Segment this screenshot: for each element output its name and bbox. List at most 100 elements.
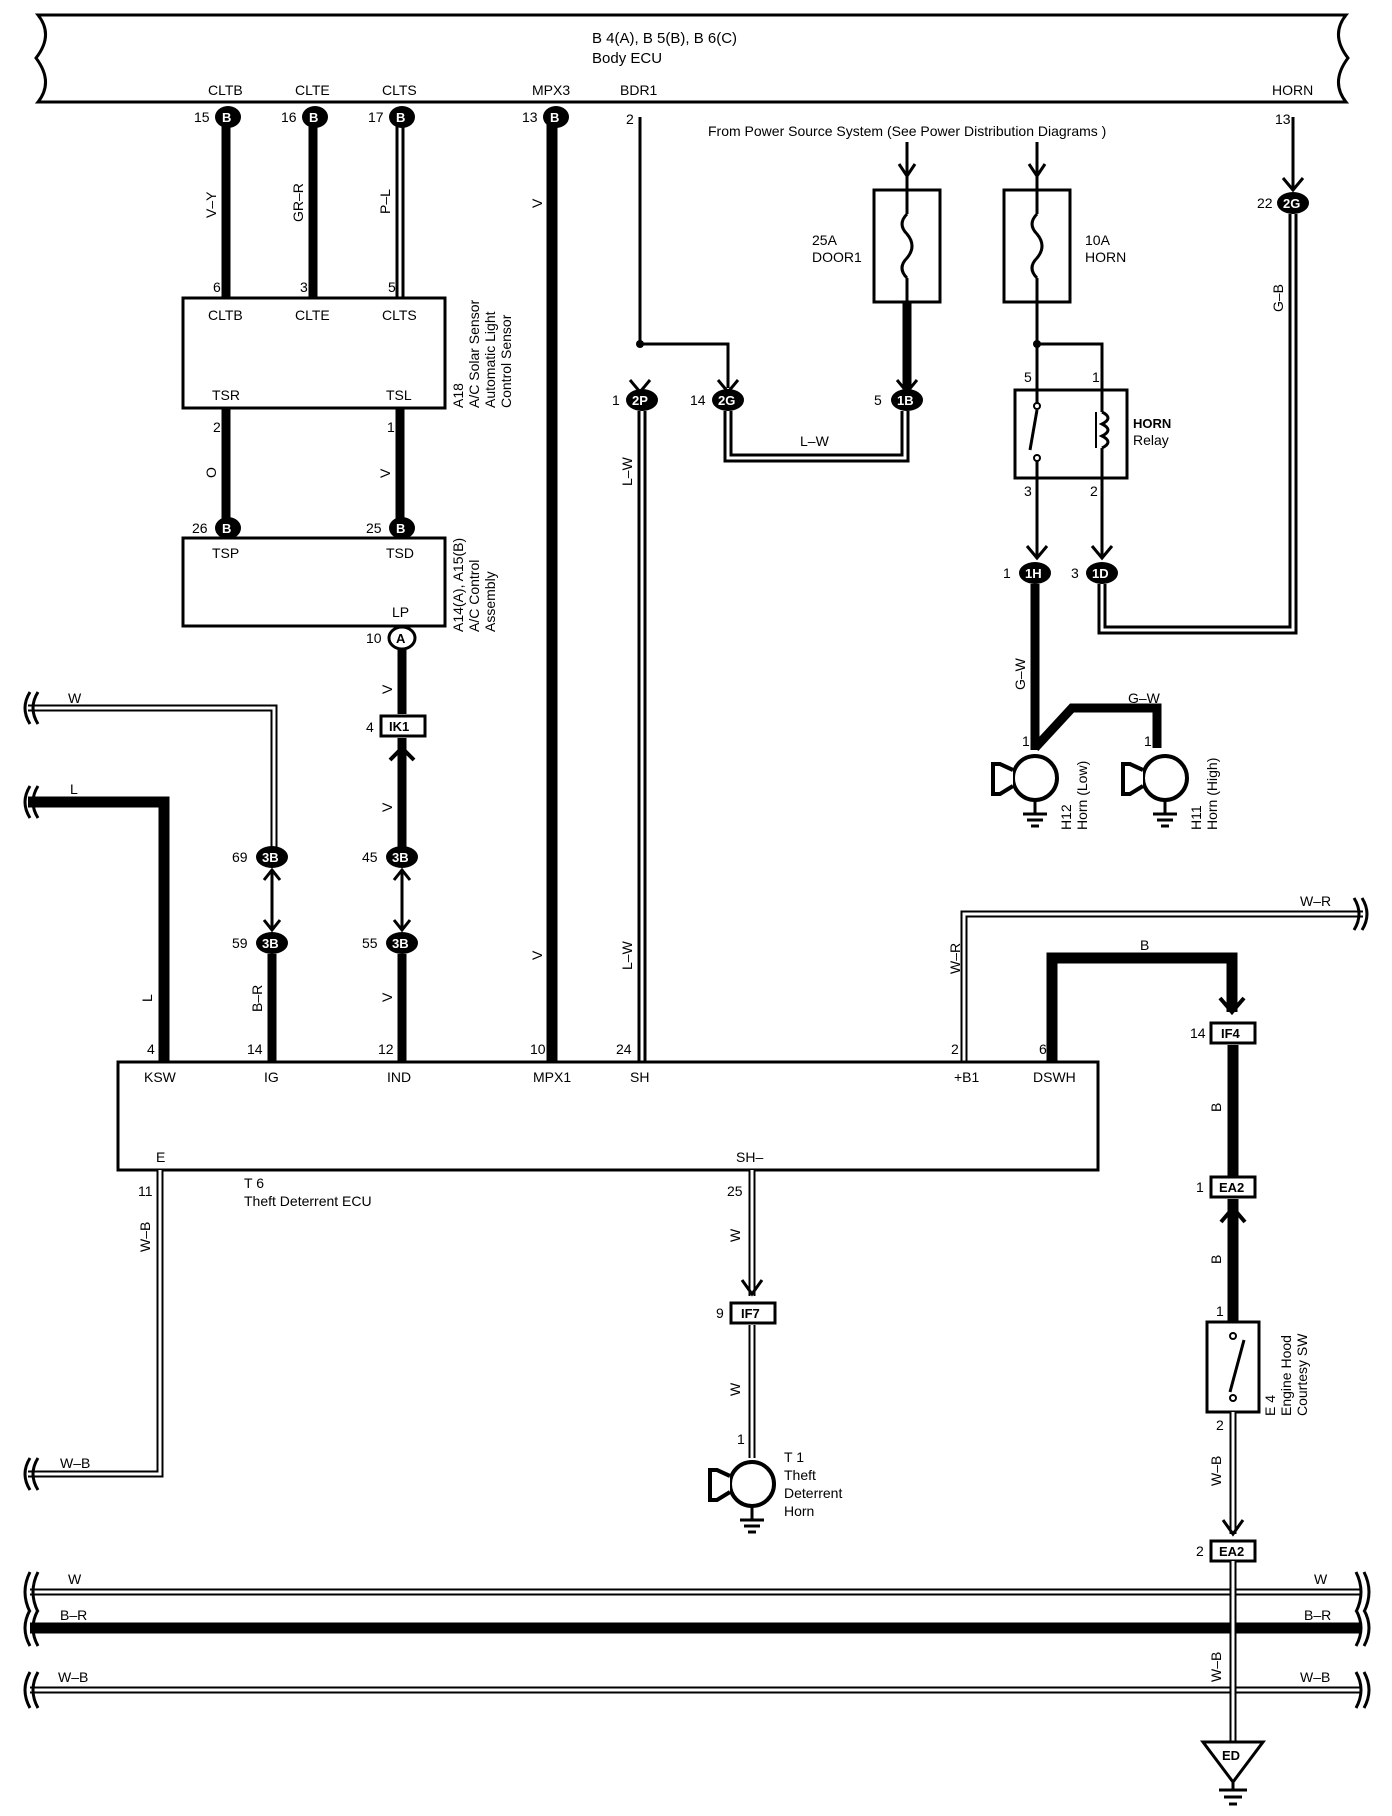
wire-wr: W–R W–R [947,893,1369,1062]
pin-clts: CLTS [382,82,417,98]
fuse-horn: 10A HORN [1002,142,1126,390]
horn-high-pin: 1 [1144,733,1152,749]
wire-label-w-if7: W [727,1382,743,1396]
ed-label: ED [1222,1748,1240,1763]
connector-ea2-1: 1 EA2 [1196,1175,1257,1199]
t6-pin-2: 2 [951,1041,959,1057]
theft-horn-line3: Horn [784,1503,814,1519]
body-ecu-name: Body ECU [592,50,662,67]
pin-horn: HORN [1272,82,1313,98]
wire-label-l-bottom: L [139,994,155,1002]
a14-pin-25: 25 [366,520,382,536]
j1h-label: 1H [1025,566,1042,581]
a18-pin-2: 2 [213,419,221,435]
hood-sw-line1: Engine Hood [1278,1335,1294,1416]
power-source-note: From Power Source System (See Power Dist… [708,123,1106,139]
wire-label-wb-ground: W–B [1208,1652,1224,1682]
junction-3b-45: 45 3B [362,846,418,868]
wire-label-lw-sh-bottom: L–W [619,940,635,970]
wire-label-o: O [203,467,219,478]
a18-pin-1: 1 [387,419,395,435]
hood-sw-pin1: 1 [1216,1303,1224,1319]
wire-w-ig: W [23,690,278,858]
pin-cltb: CLTB [208,82,243,98]
connector-if4: 14 IF4 [1190,1021,1257,1045]
wire-label-gw-high: G–W [1128,690,1161,706]
wire-label-v-ik1: V [379,802,395,812]
j3b45-pin: 45 [362,849,378,865]
bus-w-label-left: W [68,1571,82,1587]
solar-sensor: 6 3 5 CLTB CLTE CLTS TSR TSL 2 1 A18 A/C… [181,279,514,435]
bus-wb-label-right: W–B [1300,1669,1330,1685]
connector-if7: 9 IF7 [716,1301,777,1325]
a18-cltb: CLTB [208,307,243,323]
relay-pin-1: 1 [1092,369,1100,385]
wire-label-grr: GR–R [290,183,306,222]
a14-tsd: TSD [386,545,414,561]
t6-pin-6: 6 [1039,1041,1047,1057]
horn-low-code: H12 [1058,804,1074,830]
horn-low-pin: 1 [1022,733,1030,749]
a14-conn-a: A [396,631,406,646]
bus-wb: W–B W–B [30,1669,1362,1694]
pin-num-2: 2 [626,111,634,127]
theft-ecu: 4 14 12 10 24 2 6 KSW IG IND MPX1 SH +B1… [116,1041,1100,1209]
j3b69-pin: 69 [232,849,248,865]
relay-suffix: Relay [1133,432,1169,448]
wire-label-w-ig: W [68,690,82,706]
t6-dswh: DSWH [1033,1069,1076,1085]
j1d-pin: 3 [1071,565,1079,581]
pin-num-16: 16 [281,109,297,125]
a18-line3: Control Sensor [498,314,514,408]
wire-label-b-top: B [1140,937,1149,953]
junction-2p: 1 2P [612,389,658,411]
wire-gb [1097,214,1298,635]
j2p-label: 2P [632,393,648,408]
a14-conn-b1: B [222,521,231,536]
theft-horn: 1 T 1 Theft Deterrent Horn [708,1431,842,1534]
wire-wb-e: W–B W–B [23,1170,164,1491]
hood-sw-line2: Courtesy SW [1294,1333,1310,1416]
j2p-pin: 1 [612,392,620,408]
relay-pin-3: 3 [1024,483,1032,499]
wire-label-v-lp: V [379,684,395,694]
wire-l-ksw: L L [23,781,170,1062]
a14-pin-10: 10 [366,630,382,646]
a14-lp: LP [392,604,409,620]
conn-b-3: B [396,110,405,125]
if4-label: IF4 [1221,1026,1241,1041]
pin-num-13: 13 [522,109,538,125]
wire-label-pl: P–L [377,189,393,214]
t6-pin-4: 4 [147,1041,155,1057]
junction-1d: 3 1D [1071,562,1118,584]
horn-relay: 5 1 HORN Relay 3 2 [1013,340,1171,561]
j3b45-label: 3B [392,850,409,865]
conn-b-2: B [309,110,318,125]
wire-label-gw: G–W [1012,657,1028,690]
wire-label-b-mid: B [1208,1103,1224,1112]
if4-pin: 14 [1190,1025,1206,1041]
junction-1h: 1 1H [1003,562,1051,584]
a14-code: A14(A), A15(B) [450,538,466,632]
j1b-pin: 5 [874,392,882,408]
a18-pin-3: 3 [300,279,308,295]
t6-name: Theft Deterrent ECU [244,1193,372,1209]
j1d-label: 1D [1092,566,1109,581]
body-ecu: B 4(A), B 5(B), B 6(C) Body ECU CLTB CLT… [34,13,1350,104]
a14-line2: Assembly [482,571,498,632]
fuse-horn-name: HORN [1085,249,1126,265]
t6-pin-11: 11 [138,1183,153,1199]
bus-w: W W [30,1571,1362,1596]
ea2-1-label: EA2 [1219,1180,1244,1195]
relay-pin-5: 5 [1024,369,1032,385]
t6-pin-24: 24 [616,1041,632,1057]
pin-num-17: 17 [368,109,384,125]
horn-high-code: H11 [1188,805,1204,830]
hood-sw-code: E 4 [1262,1395,1278,1416]
ea2-2-pin: 2 [1196,1543,1204,1559]
wire-label-wr-vertical: W–R [947,943,963,974]
wire-label-v-tsl: V [377,468,393,478]
a18-tsr: TSR [212,387,240,403]
a14-pin-26: 26 [192,520,208,536]
